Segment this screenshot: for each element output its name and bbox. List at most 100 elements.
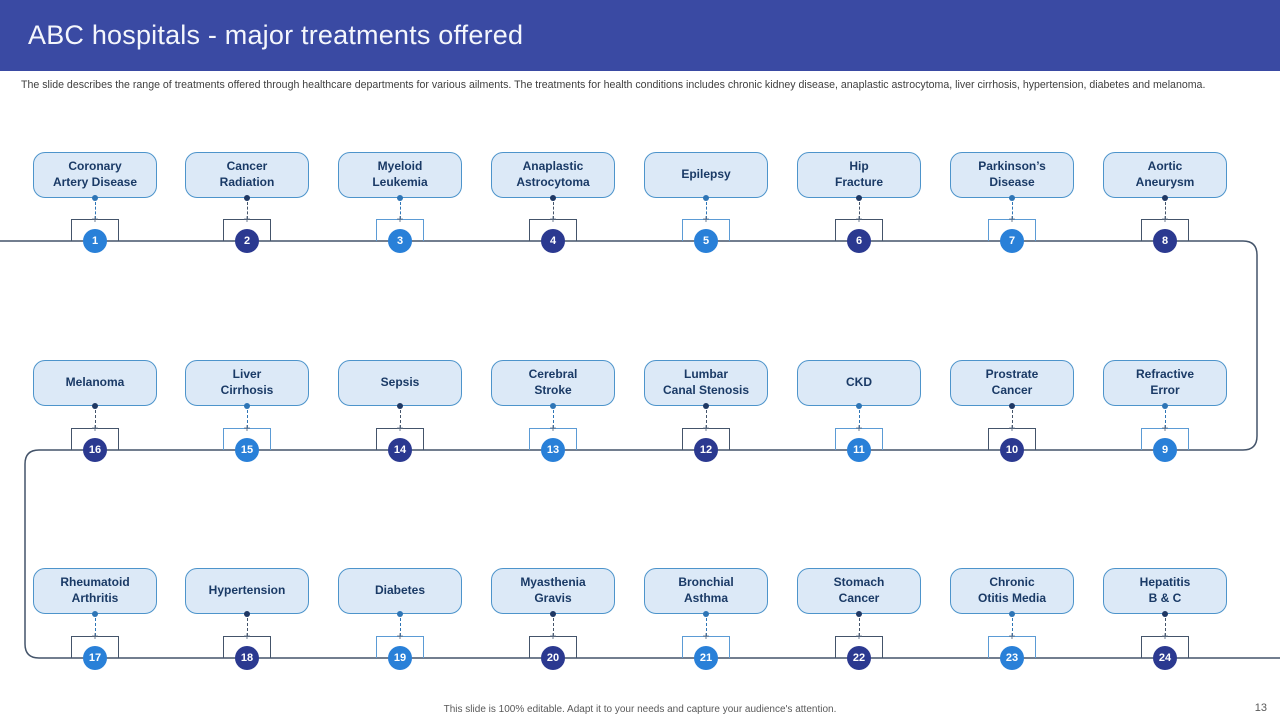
connector-dashed-line	[706, 202, 707, 219]
connector-dot	[550, 195, 556, 201]
treatment-box: Hypertension	[185, 568, 309, 614]
connector-bracket	[682, 636, 730, 658]
treatment-box: Epilepsy	[644, 152, 768, 198]
connector-dot	[1009, 403, 1015, 409]
connector-dot	[397, 195, 403, 201]
treatment-label: Coronary Artery Disease	[52, 159, 138, 189]
connector-dot	[1162, 403, 1168, 409]
connector-dot	[244, 195, 250, 201]
footer-note: This slide is 100% editable. Adapt it to…	[443, 704, 837, 715]
treatment-box: Chronic Otitis Media	[950, 568, 1074, 614]
treatment-box: Sepsis	[338, 360, 462, 406]
treatment-label: Bronchial Asthma	[678, 575, 734, 605]
step-number-badge: 16	[83, 438, 107, 462]
connector-plus-icon: +	[91, 629, 99, 643]
step-number-badge: 3	[388, 229, 412, 253]
connector-plus-icon: +	[91, 421, 99, 435]
treatment-label: Melanoma	[65, 375, 125, 390]
connector-bracket	[223, 219, 271, 241]
connector-plus-icon: +	[1161, 629, 1169, 643]
connector-dashed-line	[247, 618, 248, 636]
treatment-label: Hepatitis B & C	[1139, 575, 1191, 605]
connector-dot	[1009, 195, 1015, 201]
connector-dashed-line	[553, 202, 554, 219]
step-number-badge: 4	[541, 229, 565, 253]
step-number-badge: 14	[388, 438, 412, 462]
treatment-label: Anaplastic Astrocytoma	[516, 159, 590, 189]
treatment-label: Cerebral Stroke	[528, 367, 578, 397]
slide-description: The slide describes the range of treatme…	[21, 79, 1206, 91]
connector-dot	[244, 403, 250, 409]
connector-dashed-line	[1165, 410, 1166, 428]
treatment-box: Coronary Artery Disease	[33, 152, 157, 198]
connector-plus-icon: +	[549, 629, 557, 643]
connector-dot	[92, 611, 98, 617]
step-number-badge: 20	[541, 646, 565, 670]
connector-bracket	[682, 219, 730, 241]
connector-dashed-line	[95, 202, 96, 219]
step-number-badge: 8	[1153, 229, 1177, 253]
connector-bracket	[835, 428, 883, 450]
connector-dashed-line	[247, 410, 248, 428]
connector-bracket	[529, 428, 577, 450]
connector-bracket	[988, 428, 1036, 450]
treatment-box: Rheumatoid Arthritis	[33, 568, 157, 614]
step-number-badge: 13	[541, 438, 565, 462]
connector-bracket	[376, 219, 424, 241]
treatment-box: Parkinson’s Disease	[950, 152, 1074, 198]
treatment-box: Prostrate Cancer	[950, 360, 1074, 406]
connector-bracket	[223, 428, 271, 450]
connector-dot	[703, 195, 709, 201]
connector-dashed-line	[1165, 618, 1166, 636]
treatment-label: Hypertension	[208, 583, 286, 598]
header: ABC hospitals - major treatments offered	[0, 0, 1280, 71]
treatment-label: Refractive Error	[1135, 367, 1195, 397]
treatment-box: Stomach Cancer	[797, 568, 921, 614]
connector-dashed-line	[400, 618, 401, 636]
treatment-label: Hip Fracture	[834, 159, 884, 189]
step-number-badge: 17	[83, 646, 107, 670]
connector-plus-icon: +	[243, 212, 251, 226]
connector-plus-icon: +	[396, 421, 404, 435]
treatment-label: Sepsis	[380, 375, 420, 390]
connector-dashed-line	[859, 618, 860, 636]
connector-plus-icon: +	[549, 212, 557, 226]
connector-dot	[856, 195, 862, 201]
connector-bracket	[529, 219, 577, 241]
treatment-box: Anaplastic Astrocytoma	[491, 152, 615, 198]
connector-dashed-line	[247, 202, 248, 219]
connector-dashed-line	[95, 618, 96, 636]
treatment-label: Aortic Aneurysm	[1135, 159, 1195, 189]
treatment-box: Myeloid Leukemia	[338, 152, 462, 198]
connector-bracket	[988, 636, 1036, 658]
step-number-badge: 22	[847, 646, 871, 670]
connector-bracket	[835, 636, 883, 658]
slide-title: ABC hospitals - major treatments offered	[28, 20, 524, 50]
connector-plus-icon: +	[396, 629, 404, 643]
step-number-badge: 24	[1153, 646, 1177, 670]
treatment-label: Parkinson’s Disease	[978, 159, 1046, 189]
connector-dot	[703, 611, 709, 617]
connector-dot	[1162, 195, 1168, 201]
connector-dashed-line	[400, 410, 401, 428]
treatment-box: CKD	[797, 360, 921, 406]
connector-dashed-line	[1012, 202, 1013, 219]
treatment-label: Lumbar Canal Stenosis	[662, 367, 750, 397]
step-number-badge: 5	[694, 229, 718, 253]
connector-dashed-line	[706, 410, 707, 428]
connector-bracket	[1141, 219, 1189, 241]
step-number-badge: 9	[1153, 438, 1177, 462]
connector-plus-icon: +	[396, 212, 404, 226]
connector-dashed-line	[95, 410, 96, 428]
treatment-box: Aortic Aneurysm	[1103, 152, 1227, 198]
connector-dot	[1162, 611, 1168, 617]
step-number-badge: 23	[1000, 646, 1024, 670]
connector-dot	[856, 611, 862, 617]
step-number-badge: 2	[235, 229, 259, 253]
step-number-badge: 6	[847, 229, 871, 253]
connector-dot	[397, 403, 403, 409]
connector-dot	[397, 611, 403, 617]
connector-dashed-line	[553, 618, 554, 636]
connector-dot	[703, 403, 709, 409]
